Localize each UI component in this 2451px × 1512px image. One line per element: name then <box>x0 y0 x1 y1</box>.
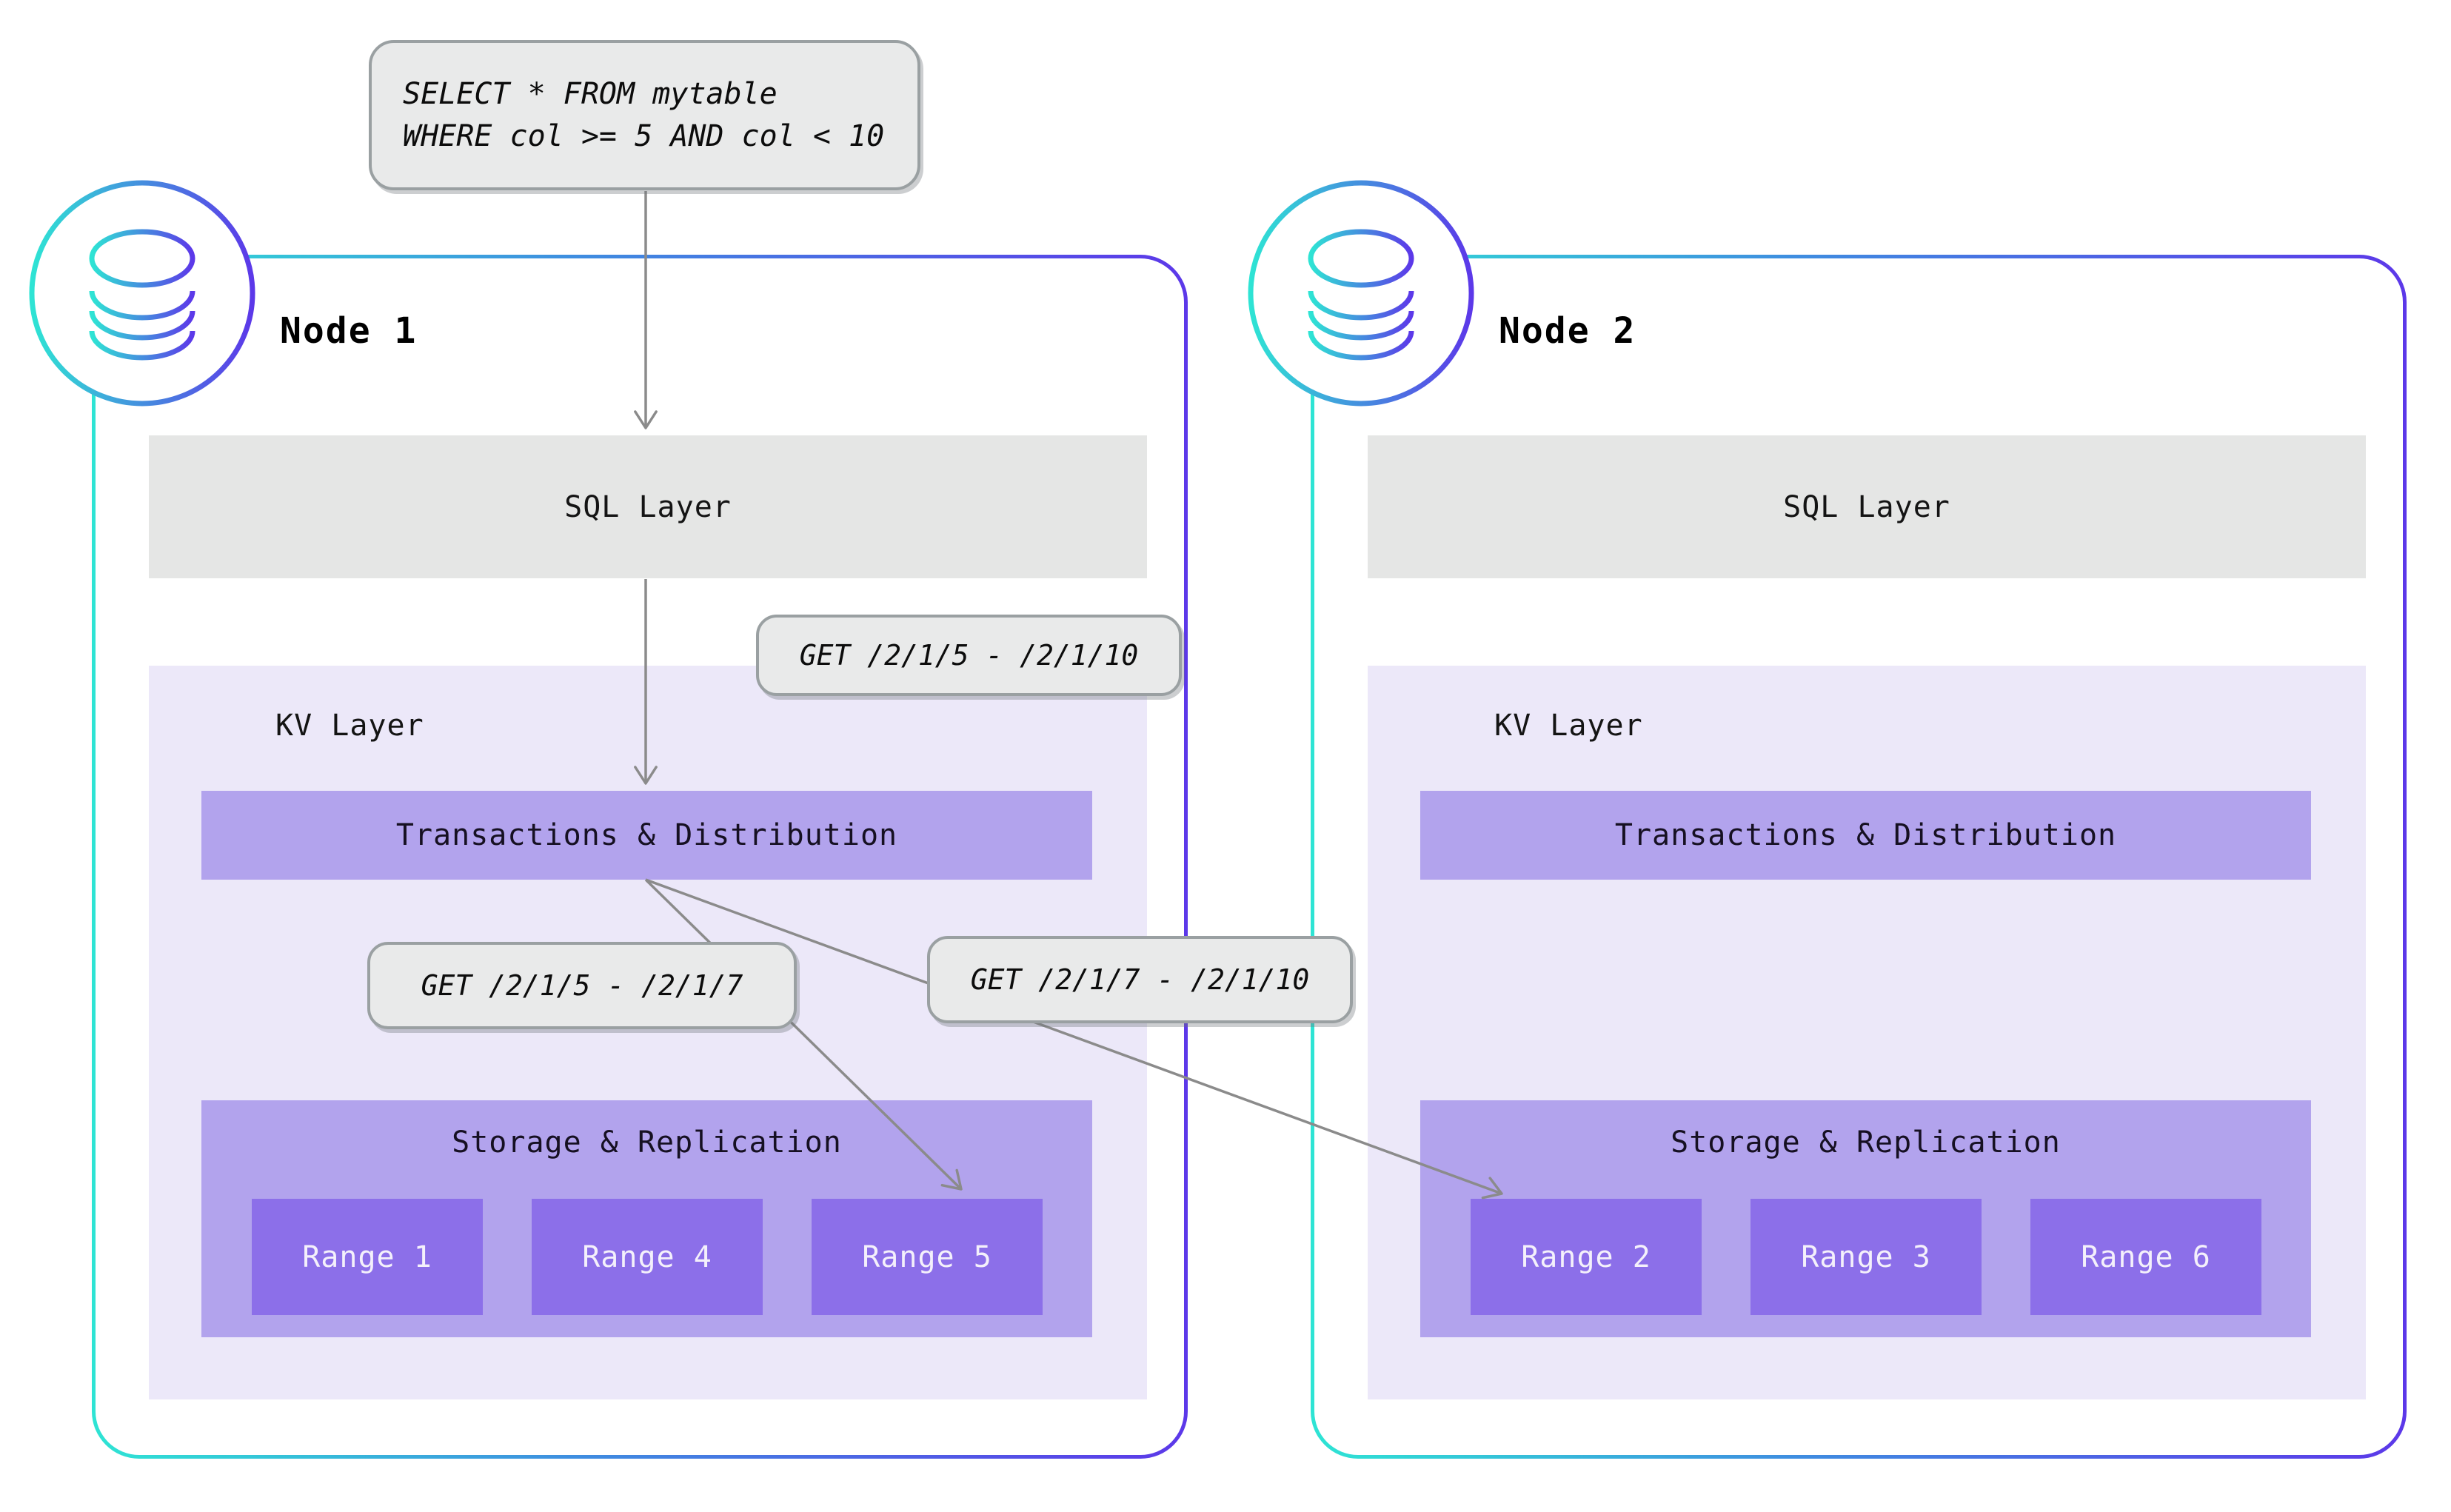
node2-sql-layer: SQL Layer <box>1368 435 2366 578</box>
node1-title: Node 1 <box>280 310 418 352</box>
node1-storage-title: Storage & Replication <box>452 1125 842 1160</box>
sql-query-line1: SELECT * FROM mytable <box>403 76 778 111</box>
sql-query-line2: WHERE col >= 5 AND col < 10 <box>403 118 885 153</box>
get-callout-left-split: GET /2/1/5 - /2/1/7 <box>367 942 797 1029</box>
node2-title: Node 2 <box>1499 310 1636 352</box>
node2-range-3: Range 3 <box>1751 1199 1982 1315</box>
node1-kv-layer-label: KV Layer <box>275 709 424 743</box>
node1-transactions-distribution: Transactions & Distribution <box>201 791 1092 880</box>
node2-range-2: Range 2 <box>1471 1199 1702 1315</box>
node1-range-5: Range 5 <box>812 1199 1043 1315</box>
database-icon <box>27 178 257 408</box>
node2-transactions-distribution: Transactions & Distribution <box>1420 791 2311 880</box>
node2-storage-title: Storage & Replication <box>1671 1125 2061 1160</box>
node1-range-4: Range 4 <box>532 1199 763 1315</box>
node1-sql-layer: SQL Layer <box>149 435 1147 578</box>
node1-container: Node 1 SQL Layer KV Layer <box>29 180 1188 1459</box>
node1-range-1: Range 1 <box>252 1199 483 1315</box>
node2-storage-replication: Storage & Replication Range 2 Range 3 Ra… <box>1420 1100 2311 1337</box>
get-callout-full-span: GET /2/1/5 - /2/1/10 <box>756 615 1182 696</box>
get-callout-right-split: GET /2/1/7 - /2/1/10 <box>927 936 1353 1023</box>
node2-kv-layer-label: KV Layer <box>1494 709 1643 743</box>
sql-query-callout: SELECT * FROM mytable WHERE col >= 5 AND… <box>369 40 920 190</box>
database-icon <box>1246 178 1476 408</box>
node1-storage-replication: Storage & Replication Range 1 Range 4 Ra… <box>201 1100 1092 1337</box>
node2-container: Node 2 SQL Layer KV Layer <box>1248 180 2407 1459</box>
node2-range-6: Range 6 <box>2030 1199 2261 1315</box>
